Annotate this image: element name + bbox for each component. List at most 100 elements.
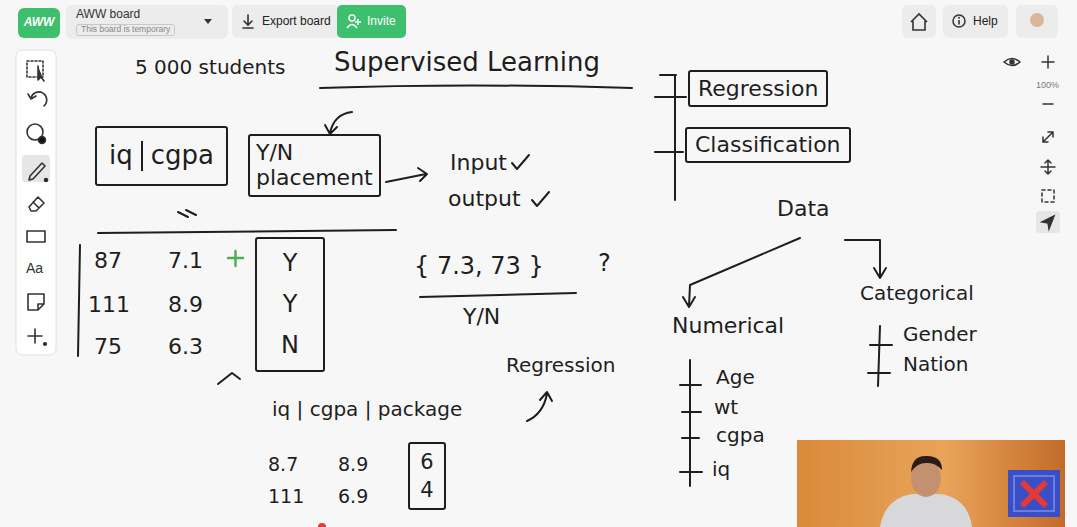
table-cell: 87 bbox=[94, 248, 122, 273]
home-button bbox=[902, 5, 936, 38]
logo-badge bbox=[1008, 470, 1060, 517]
presenter-shirt bbox=[880, 494, 972, 527]
list-item: Gender bbox=[903, 323, 977, 346]
down-icon bbox=[241, 14, 257, 30]
zoom-out-icon bbox=[1043, 103, 1053, 105]
note: Regression bbox=[506, 354, 615, 377]
list-item: cgpa bbox=[716, 424, 765, 447]
active-tool-ground bbox=[22, 155, 50, 182]
logo-frame bbox=[1014, 476, 1054, 511]
toolbar-panel bbox=[16, 50, 56, 355]
rectangle-icon bbox=[27, 231, 45, 242]
note: Data bbox=[777, 196, 830, 221]
list-item: Nation bbox=[903, 353, 969, 376]
app-logo: AWW bbox=[18, 8, 60, 38]
tree-bracket bbox=[655, 75, 686, 200]
list-item: wt bbox=[714, 396, 738, 419]
eraser-icon bbox=[29, 197, 44, 211]
handwritten-text: Y bbox=[283, 250, 298, 278]
green-cursor bbox=[228, 251, 243, 266]
pencil-dot bbox=[45, 179, 48, 182]
tick-mark bbox=[178, 210, 196, 217]
list-bracket bbox=[680, 360, 702, 486]
handwritten-text: 4 bbox=[420, 478, 433, 502]
category-box: Regression bbox=[688, 70, 828, 107]
ui-text: Export board bbox=[262, 15, 331, 29]
tool-text: Aa bbox=[26, 260, 43, 276]
note: Y/N bbox=[463, 304, 500, 329]
plus-icon bbox=[28, 329, 42, 343]
note: ? bbox=[598, 250, 611, 278]
query-text: { 7.3, 73 } bbox=[414, 253, 544, 281]
handwritten-text: Y/N bbox=[256, 140, 293, 165]
note: output bbox=[448, 186, 521, 211]
table-cell: 6.3 bbox=[168, 334, 203, 359]
title-underline bbox=[320, 86, 632, 89]
ui-text: AWW bbox=[24, 16, 55, 30]
handwritten-text: N bbox=[281, 332, 299, 360]
eye-pupil bbox=[1010, 60, 1014, 64]
webcam-frame bbox=[797, 440, 1065, 527]
table-cell: 6.9 bbox=[338, 486, 368, 508]
ui-text: Help bbox=[973, 15, 998, 29]
sticky-icon bbox=[28, 294, 44, 310]
tick-mark bbox=[218, 373, 240, 384]
undo-icon bbox=[28, 92, 47, 106]
handwritten-text: Y bbox=[283, 291, 298, 319]
handwritten-text: iq bbox=[109, 141, 133, 171]
branch-arrow bbox=[845, 240, 886, 278]
table-cell: 111 bbox=[268, 486, 304, 508]
handwritten-text: cgpa bbox=[141, 141, 214, 171]
export-button: Export board bbox=[232, 5, 341, 38]
table-header: iq | cgpa | package bbox=[272, 398, 462, 421]
focus-icon bbox=[1042, 190, 1054, 202]
table-cell: 75 bbox=[94, 334, 122, 359]
info-icon bbox=[952, 14, 968, 30]
pencil-icon bbox=[29, 163, 45, 180]
table-cell: 7.1 bbox=[168, 248, 203, 273]
note: Numerical bbox=[672, 313, 784, 338]
toolbar-icons bbox=[22, 61, 50, 345]
query-underline bbox=[420, 293, 576, 297]
zoom-level: 100% bbox=[1036, 80, 1059, 90]
move-icon bbox=[1041, 160, 1055, 174]
ui-text: This board is temporary bbox=[76, 24, 175, 36]
handwritten-text: Classification bbox=[695, 132, 841, 157]
category-box: Classification bbox=[685, 127, 851, 163]
target-box: Y/Nplacement bbox=[248, 134, 381, 197]
eye-icon bbox=[1004, 59, 1020, 66]
home-icon bbox=[911, 14, 927, 30]
output-column: YYN bbox=[255, 237, 325, 372]
list-item: iq bbox=[712, 458, 730, 481]
board-selector: AWW boardThis board is temporary bbox=[66, 5, 228, 39]
pointer-icon bbox=[1042, 216, 1054, 229]
handwritten-text: Regression bbox=[698, 76, 818, 101]
feature-box: iqcgpa bbox=[95, 126, 228, 186]
plus-dot bbox=[44, 343, 47, 346]
io-arrow bbox=[386, 168, 427, 182]
logo-cross bbox=[1022, 482, 1046, 506]
webcam-face bbox=[1030, 13, 1044, 27]
table-cell: 8.9 bbox=[168, 292, 203, 317]
note: Input bbox=[450, 150, 507, 175]
note: Categorical bbox=[860, 282, 974, 305]
regression-arrow bbox=[527, 392, 552, 421]
ui-text: Invite bbox=[367, 15, 396, 29]
output-column: 64 bbox=[408, 442, 446, 510]
invite-icon bbox=[346, 14, 362, 30]
table-cell: 111 bbox=[88, 292, 130, 317]
drop-icon bbox=[204, 19, 220, 35]
output-check bbox=[532, 192, 549, 206]
view-controls bbox=[1004, 56, 1060, 233]
presenter-hair bbox=[911, 456, 942, 472]
menu-button bbox=[1016, 5, 1058, 38]
ink-strokes bbox=[78, 75, 892, 486]
handwritten-text: placement bbox=[256, 165, 373, 190]
active-view-ground bbox=[1036, 211, 1060, 233]
fit-icon bbox=[1043, 132, 1053, 142]
red-dot bbox=[318, 523, 326, 527]
input-check bbox=[512, 155, 529, 169]
handwritten-text: 6 bbox=[420, 450, 433, 474]
